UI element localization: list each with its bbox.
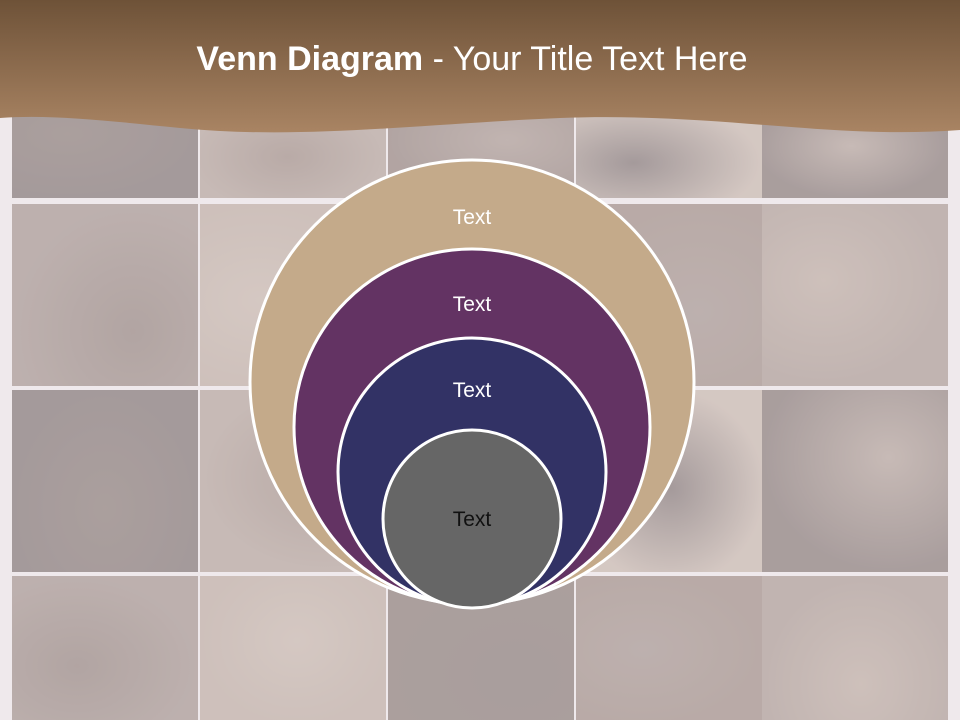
slide-title: Venn Diagram - Your Title Text Here bbox=[0, 40, 944, 79]
ring-3-label: Text bbox=[453, 379, 492, 402]
ring-1-label: Text bbox=[453, 206, 492, 229]
ring-4-label: Text bbox=[453, 508, 492, 531]
header-banner bbox=[0, 0, 960, 133]
ring-2-label: Text bbox=[453, 293, 492, 316]
title-rest: - Your Title Text Here bbox=[423, 40, 748, 78]
ring-4 bbox=[381, 428, 563, 610]
title-bold: Venn Diagram bbox=[196, 40, 424, 78]
